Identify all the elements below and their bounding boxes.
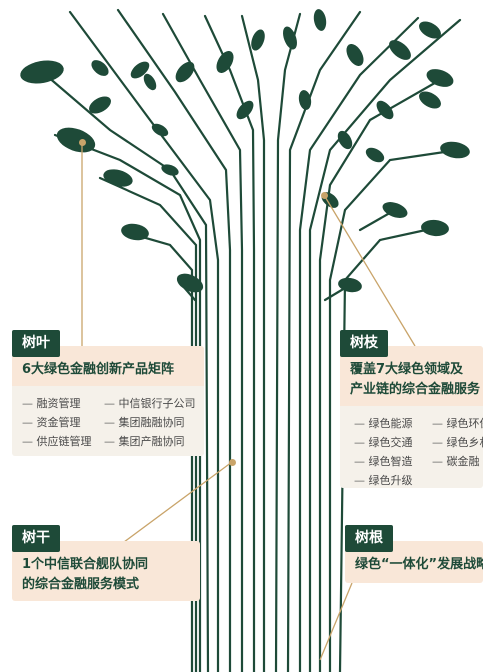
leaf-shape <box>176 273 204 293</box>
branch-line <box>298 16 420 672</box>
pointer-line <box>323 194 416 347</box>
list-item: 碳金融 <box>432 454 483 470</box>
leaf-shape <box>421 219 449 237</box>
list-item: 绿色环保 <box>432 416 483 432</box>
trunk-title-line1: 1个中信联合舰队协同 <box>22 557 149 572</box>
leaf-shape <box>56 127 96 153</box>
trunk-pointer-dot <box>229 459 236 466</box>
leaf-shape <box>121 223 149 241</box>
leaf-shape <box>151 123 169 137</box>
leaf-shape <box>143 73 157 91</box>
leaf-shape <box>130 61 150 79</box>
leaf-shape <box>20 60 64 84</box>
pointer-line <box>119 461 233 546</box>
leaves-tag: 树叶 <box>12 330 60 357</box>
branches-card: 覆盖7大绿色领域及 产业链的综合金融服务 绿色能源 绿色环保 绿色交通 绿色乡村… <box>340 346 483 488</box>
branch-line <box>328 148 460 672</box>
list-item: 绿色交通 <box>354 435 432 451</box>
leaf-shape <box>175 61 195 83</box>
leaf-shape <box>338 277 362 293</box>
branch-line <box>98 176 198 672</box>
list-item: 绿色升级 <box>354 473 432 488</box>
trunk-title-line2: 的综合金融服务模式 <box>22 577 140 592</box>
leaf-shape <box>161 164 179 176</box>
leaf-shape <box>313 9 327 31</box>
branch-line <box>161 12 244 672</box>
leaf-shape <box>382 202 408 218</box>
leaf-shape <box>419 21 441 39</box>
leaves-pointer-dot <box>79 139 86 146</box>
leaf-shape <box>346 44 364 66</box>
leaf-shape <box>337 130 353 150</box>
branch-line <box>68 10 220 672</box>
list-item: 绿色乡村 <box>432 435 483 451</box>
leaf-shape <box>216 51 234 73</box>
leaf-shape <box>103 169 133 187</box>
list-item: 集团产融协同 <box>104 434 204 450</box>
list-item: 资金管理 <box>22 415 104 431</box>
list-item: 供应链管理 <box>22 434 104 450</box>
branches-title-line1: 覆盖7大绿色领域及 <box>350 362 464 377</box>
pointer-lines <box>81 142 416 661</box>
leaf-shape <box>89 96 111 114</box>
leaf-shape <box>236 100 254 120</box>
list-item: 绿色智造 <box>354 454 432 470</box>
trunk-tag: 树干 <box>12 525 60 552</box>
branch-line <box>203 14 256 672</box>
leaf-shape <box>91 60 109 76</box>
leaf-shape <box>283 26 297 50</box>
branch-line <box>116 8 232 672</box>
leaf-shape <box>389 40 411 60</box>
leaf-shape <box>426 69 454 87</box>
list-item: 集团融融协同 <box>104 415 204 431</box>
pointer-line <box>319 582 353 661</box>
branch-line <box>286 10 362 672</box>
leaf-shape <box>251 29 265 51</box>
leaf-shape <box>440 141 470 159</box>
leaf-shape <box>365 147 385 163</box>
branch-line <box>308 18 462 672</box>
leaf-shape <box>298 90 312 110</box>
list-item: 中信银行子公司 <box>104 396 204 412</box>
branch-line <box>318 78 442 672</box>
branches-title-line2: 产业链的综合金融服务 <box>350 382 481 397</box>
list-item: 融资管理 <box>22 396 104 412</box>
branches-tag: 树枝 <box>340 330 388 357</box>
leaf-shape <box>376 100 394 120</box>
roots-tag: 树根 <box>345 525 393 552</box>
leaf-shape <box>419 91 441 109</box>
trunk-title: 1个中信联合舰队协同 的综合金融服务模式 <box>12 541 200 601</box>
leaves-card: 6大绿色金融创新产品矩阵 融资管理 中信银行子公司 资金管理 集团融融协同 供应… <box>12 346 204 456</box>
tree-leaves <box>20 9 470 293</box>
branch-line <box>240 14 266 672</box>
leaves-items: 融资管理 中信银行子公司 资金管理 集团融融协同 供应链管理 集团产融协同 <box>12 386 204 456</box>
branch-line <box>123 230 194 672</box>
list-item: 绿色能源 <box>354 416 432 432</box>
branches-pointer-dot <box>321 192 328 199</box>
branches-items: 绿色能源 绿色环保 绿色交通 绿色乡村 绿色智造 碳金融 绿色升级 <box>340 406 483 488</box>
